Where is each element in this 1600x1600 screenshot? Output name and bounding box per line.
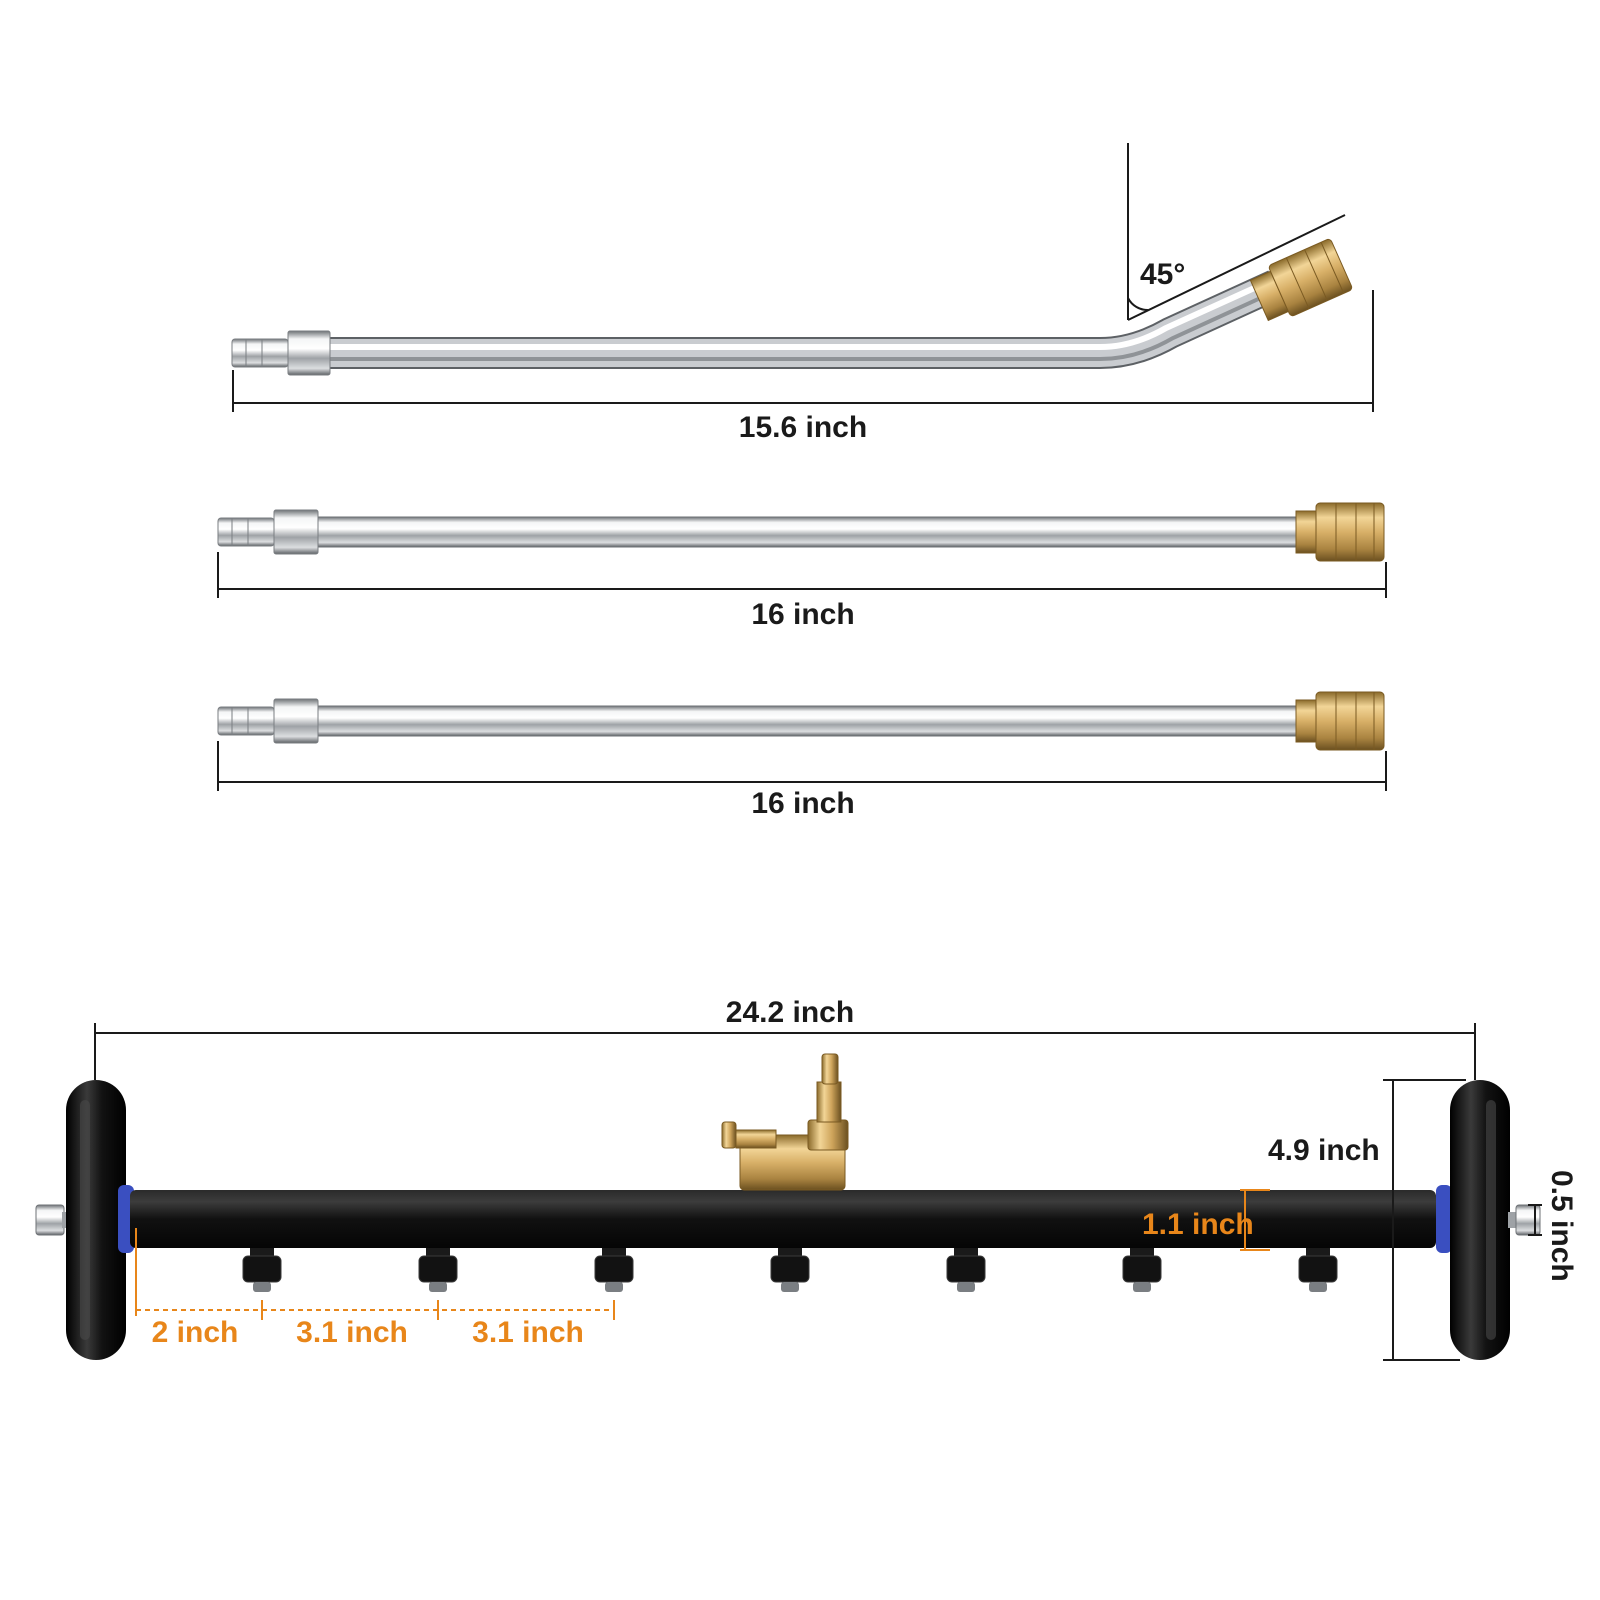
quick-connect-plug-icon <box>217 509 319 555</box>
angle-arc <box>1127 297 1149 312</box>
brass-coupler-icon <box>1295 502 1385 562</box>
spray-bar <box>130 1190 1436 1248</box>
spray-nozzle-icon <box>1122 1248 1162 1292</box>
spray-nozzle-icon <box>946 1248 986 1292</box>
wand-length-label: 15.6 inch <box>739 411 867 444</box>
bar-height-label: 1.1 inch <box>1142 1208 1254 1241</box>
wheel-icon <box>1436 1080 1510 1360</box>
spacing-label: 3.1 inch <box>296 1316 408 1349</box>
nozzle-group <box>242 1248 1338 1292</box>
straight-wand-extension: 16 inch <box>217 691 1387 820</box>
wand-length-label: 16 inch <box>751 598 854 631</box>
angle-guide-line <box>1127 214 1346 321</box>
spray-nozzle-icon <box>594 1248 634 1292</box>
undercarriage-surface-cleaner: 24.2 inch <box>35 996 1578 1361</box>
height-label: 4.9 inch <box>1268 1134 1380 1167</box>
width-label: 24.2 inch <box>726 996 854 1029</box>
wheel-icon <box>66 1080 134 1360</box>
brass-coupler-icon <box>1249 238 1353 322</box>
spray-nozzle-icon <box>770 1248 810 1292</box>
straight-wand-extension: 16 inch <box>217 502 1387 631</box>
bushing-icon <box>1436 1185 1452 1253</box>
quick-connect-plug-icon <box>231 330 331 376</box>
spray-nozzle-icon <box>1298 1248 1338 1292</box>
axle-diameter-label: 0.5 inch <box>1545 1170 1578 1282</box>
spray-nozzle-icon <box>418 1248 458 1292</box>
spacing-label: 3.1 inch <box>472 1316 584 1349</box>
brass-swivel-inlet-icon <box>721 1053 849 1191</box>
spray-nozzle-icon <box>242 1248 282 1292</box>
angle-label: 45° <box>1140 258 1185 291</box>
brass-coupler-icon <box>1295 691 1385 751</box>
spacing-label: 2 inch <box>152 1316 239 1349</box>
wand-length-label: 16 inch <box>751 787 854 820</box>
bent-wand-extension: 45° 15.6 inch <box>231 143 1374 444</box>
quick-connect-plug-icon <box>217 698 319 744</box>
